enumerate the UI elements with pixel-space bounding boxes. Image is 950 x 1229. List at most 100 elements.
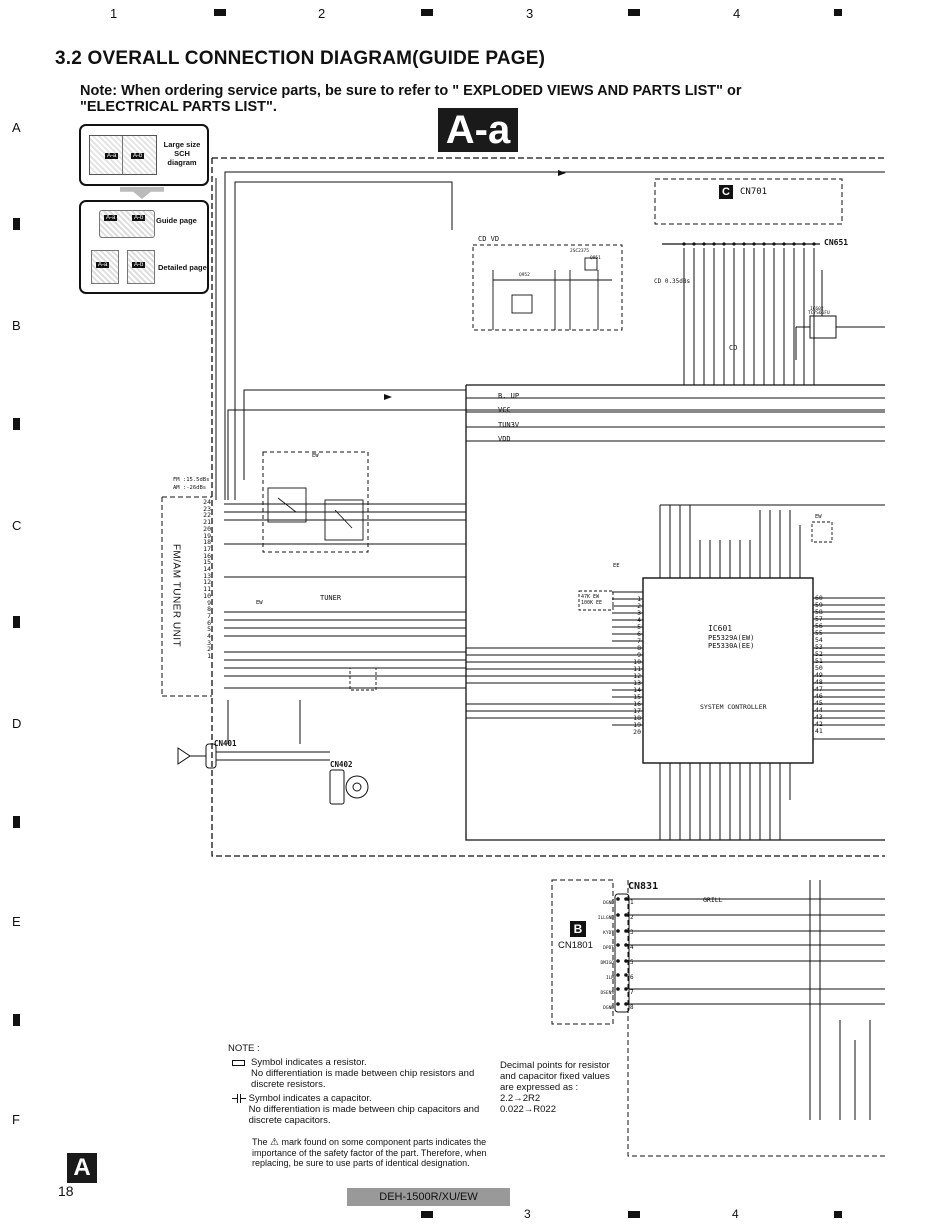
safety-note: The ⚠ mark found on some component parts… <box>252 1137 492 1168</box>
pin: 47 <box>815 685 823 693</box>
pin: 22 <box>203 511 211 520</box>
pin: 7 <box>637 637 641 645</box>
pin: 1 <box>630 899 634 906</box>
pin: 57 <box>815 615 823 623</box>
column-number: 3 <box>524 1207 531 1221</box>
cn651-label: CN651 <box>824 238 849 247</box>
resistor-symbol-icon <box>232 1060 246 1066</box>
pin: 14 <box>203 565 211 574</box>
capacitor-note-line1: Symbol indicates a capacitor. <box>248 1093 372 1104</box>
resistor-note-line2: No differentiation is made between chip … <box>251 1068 475 1090</box>
safety-note-prefix: The <box>252 1137 268 1147</box>
symbol-notes: NOTE : Symbol indicates a resistor.No di… <box>228 1043 488 1126</box>
capacitor-symbol-icon <box>232 1094 246 1103</box>
pin: 59 <box>815 601 823 609</box>
tuner-pin-list: 24 23 22 21 20 19 18 17 16 15 14 13 12 1… <box>197 499 211 660</box>
pin: 2 <box>207 645 211 654</box>
pin: 6 <box>630 974 634 981</box>
capacitor-note-line2: No differentiation is made between chip … <box>248 1104 480 1126</box>
pin: 24 <box>203 498 211 506</box>
pin: 44 <box>815 706 823 714</box>
model-number: DEH-1500R/XU/EW <box>347 1188 510 1206</box>
bus-vcc-label: VCC <box>498 406 511 414</box>
ew-label: EW <box>256 600 263 606</box>
warning-triangle-icon: ⚠ <box>270 1137 279 1148</box>
bus-bup-label: B. UP <box>498 392 520 400</box>
pin: 14 <box>633 686 641 694</box>
tag-a-a: A-a <box>105 153 119 159</box>
pin: 2 <box>637 602 641 610</box>
pin: 50 <box>815 664 823 672</box>
cd-vd-label: CD VD <box>478 235 500 243</box>
pin: 4 <box>207 632 211 641</box>
connector-badge-b: B <box>570 921 586 937</box>
pin: 13 <box>633 679 641 687</box>
signal: DMIGO <box>600 961 614 966</box>
pin: 3 <box>630 929 634 936</box>
pin: 46 <box>815 692 823 700</box>
pin: 15 <box>203 558 211 567</box>
row-letter: B <box>12 318 21 333</box>
pin: 58 <box>815 608 823 616</box>
ic602-part: TC7S66FU <box>808 311 830 316</box>
pin: 6 <box>637 630 641 638</box>
pin: 52 <box>815 650 823 658</box>
pin: 21 <box>203 518 211 527</box>
pin: 5 <box>207 625 211 634</box>
column-number: 2 <box>318 6 326 21</box>
tag-a-b: A-b <box>132 262 146 268</box>
pin: 19 <box>203 531 211 540</box>
pin: 1 <box>637 595 641 603</box>
registration-mark <box>13 418 20 430</box>
row-letter: C <box>12 518 22 533</box>
pin: 10 <box>633 658 641 666</box>
cd-label: CD <box>729 344 738 352</box>
ee-label: EE <box>613 563 620 569</box>
ic601-function: SYSTEM CONTROLLER <box>700 703 767 711</box>
pin: 12 <box>203 578 211 587</box>
resistor-note-line1: Symbol indicates a resistor. <box>251 1057 367 1068</box>
tag-a-b: A-b <box>131 153 145 159</box>
pin: 60 <box>815 594 823 602</box>
decimal-example-2: 0.022→R022 <box>500 1104 556 1115</box>
pin: 12 <box>633 672 641 680</box>
signal: ILM <box>605 976 614 981</box>
large-sch-label: Large size SCH diagram <box>163 140 201 167</box>
registration-mark <box>421 1211 433 1218</box>
pin: 43 <box>815 713 823 721</box>
pin: 1 <box>207 652 211 661</box>
sheet-divider <box>122 136 123 174</box>
cn831-pin-list: 1 2 3 4 5 6 7 8 <box>630 895 638 1015</box>
pin: 16 <box>203 551 211 560</box>
pin: 51 <box>815 657 823 665</box>
pin: 20 <box>203 524 211 533</box>
row-letter: D <box>12 716 22 731</box>
pin: 18 <box>633 714 641 722</box>
pin: 11 <box>203 585 211 594</box>
pin: 6 <box>207 618 211 627</box>
pin: 9 <box>207 598 211 607</box>
signal: DPDT <box>603 946 614 951</box>
fm-level-label: FM :15.5dBs <box>173 477 210 483</box>
transistor-q951: Q951 <box>590 256 601 261</box>
pin: 3 <box>207 638 211 647</box>
pin: 48 <box>815 678 823 686</box>
bus-vdd-label: VDD <box>498 435 511 443</box>
pin: 5 <box>630 959 634 966</box>
signal: DSENS <box>600 991 614 996</box>
guide-page-label: Guide page <box>156 216 197 225</box>
ic601-part-ew: PE5329A(EW) <box>708 634 755 642</box>
pin: 8 <box>637 644 641 652</box>
registration-mark <box>13 1014 20 1026</box>
pin: 11 <box>633 665 641 673</box>
tuner-label: TUNER <box>320 594 342 602</box>
pin: 3 <box>637 609 641 617</box>
pin: 5 <box>637 623 641 631</box>
ic601-label: IC601 <box>708 624 733 633</box>
transistor-2sc2375: 2SC2375 <box>570 249 589 254</box>
ordering-note: Note: When ordering service parts, be su… <box>80 83 742 115</box>
bus-tun3v-label: TUN3V <box>498 421 520 429</box>
registration-mark <box>421 9 433 16</box>
cn701-label: CN701 <box>740 187 768 197</box>
